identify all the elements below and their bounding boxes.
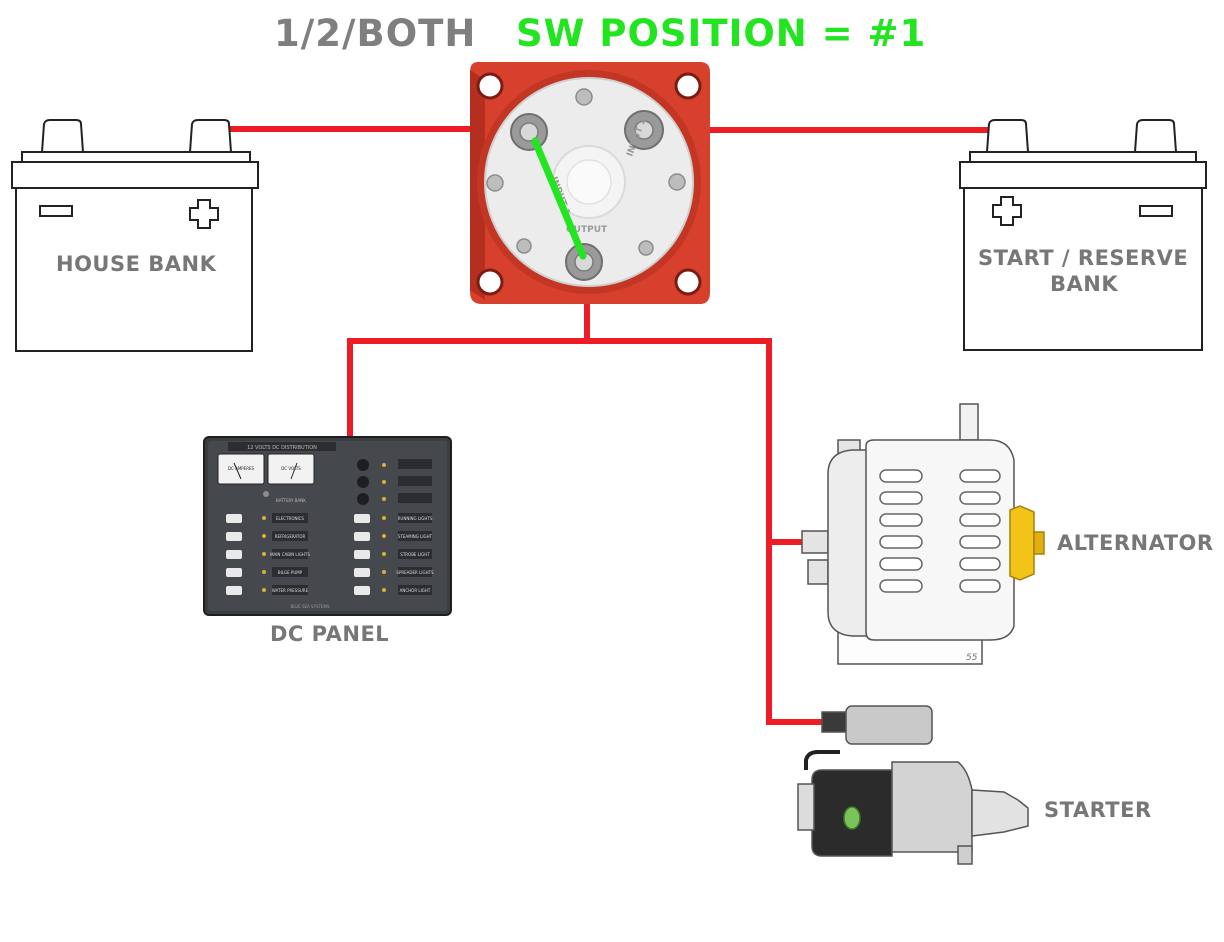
battery-bank-label: BATTERY BANK	[276, 498, 306, 503]
panel-right-breakers: RUNNING LIGHTS STEAMING LIGHT STROBE LIG…	[354, 513, 434, 595]
active-path-input1-to-output	[531, 137, 587, 260]
screw-icon	[486, 174, 504, 192]
panel-circuit-label: MAIN CABIN LIGHTS	[270, 552, 310, 557]
panel-circuit-label: WATER PRESSURE	[272, 588, 309, 593]
wiring-diagram: 1/2/BOTH SW POSITION = #1	[0, 12, 1224, 865]
terminal-input1	[510, 113, 548, 151]
terminal-output	[565, 243, 603, 281]
panel-circuit-label: RUNNING LIGHTS	[398, 516, 433, 521]
dc-panel: 12 VOLTS DC DISTRIBUTION DC AMPERES DC V…	[203, 436, 452, 616]
panel-circuit-label: STROBE LIGHT	[400, 552, 430, 557]
start-reserve-bank-battery	[959, 119, 1207, 351]
diagram-drawing: INPUT 1 INPUT 2 OUTPUT 12 VOLTS DC DISTR…	[11, 62, 1207, 865]
label-starter: STARTER	[1044, 798, 1152, 822]
house-bank-battery	[11, 119, 259, 352]
starter	[797, 705, 1029, 865]
label-house-bank: HOUSE BANK	[56, 252, 217, 276]
mounting-hole-icon	[476, 268, 504, 296]
label-alternator: ALTERNATOR	[1057, 531, 1214, 555]
starter-badge-icon	[843, 806, 861, 830]
panel-circuit-label: STEAMING LIGHT	[398, 534, 433, 539]
label-start-bank-line1: START / RESERVE	[978, 246, 1189, 270]
meter-amps-label: DC AMPERES	[228, 466, 255, 471]
panel-circuit-label: ELECTRONICS	[276, 516, 304, 521]
alternator: 55	[801, 403, 1045, 665]
label-start-bank-line2: BANK	[1050, 272, 1119, 296]
switch-label-output: OUTPUT	[566, 225, 608, 235]
wire-output-trunk	[347, 287, 590, 440]
mounting-hole-icon	[476, 72, 504, 100]
switch-position-title: SW POSITION = #1	[516, 12, 927, 55]
screw-icon	[638, 240, 654, 256]
screw-icon	[516, 238, 532, 254]
label-dc-panel: DC PANEL	[270, 622, 390, 646]
panel-circuit-label: REFRIGERATOR	[275, 534, 306, 539]
mounting-hole-icon	[674, 72, 702, 100]
svg-text:55: 55	[966, 653, 978, 663]
screw-icon	[668, 173, 686, 191]
battery-switch: INPUT 1 INPUT 2 OUTPUT	[470, 62, 710, 304]
panel-left-breakers: ELECTRONICS REFRIGERATOR MAIN CABIN LIGH…	[226, 513, 310, 595]
switch-type-title: 1/2/BOTH	[274, 12, 477, 55]
terminal-input2	[624, 110, 664, 150]
panel-circuit-label: ANCHOR LIGHT	[400, 588, 431, 593]
diagram-title: 1/2/BOTH SW POSITION = #1	[0, 12, 1224, 62]
panel-circuit-label: BILGE PUMP	[278, 570, 303, 575]
wire-output-to-alternator-starter	[584, 338, 823, 725]
meter-volts-label: DC VOLTS	[281, 466, 301, 471]
panel-circuit-label: SPREADER LIGHTS	[396, 570, 434, 575]
panel-header: 12 VOLTS DC DISTRIBUTION	[247, 445, 317, 451]
mounting-hole-icon	[674, 268, 702, 296]
meter-dc-amperes: DC AMPERES	[217, 453, 265, 485]
pulley-icon	[1009, 505, 1035, 581]
meter-dc-volts: DC VOLTS	[267, 453, 315, 485]
panel-footer: BLUE SEA SYSTEMS	[290, 604, 330, 609]
screw-icon	[575, 88, 593, 106]
